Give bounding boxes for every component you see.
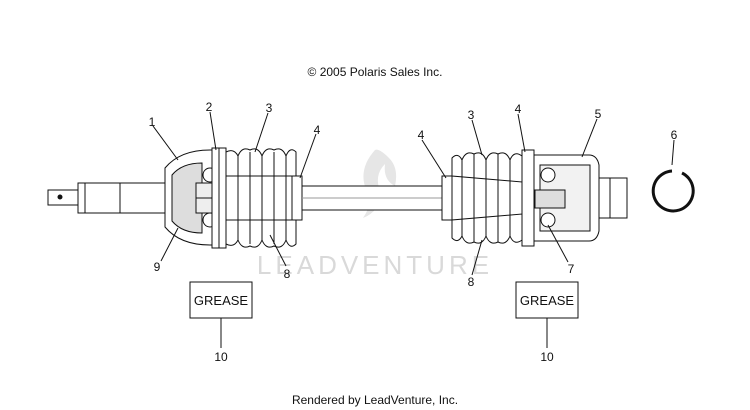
watermark-text: LEADVENTURE	[257, 250, 493, 280]
right-outer-clamp	[521, 149, 535, 247]
left-inner-clamp	[291, 175, 303, 221]
footer-text: Rendered by LeadVenture, Inc.	[291, 393, 459, 407]
grease-label-left: GREASE	[194, 293, 249, 308]
callout-8-right: 8	[468, 275, 475, 289]
callout-8-left: 8	[284, 267, 291, 281]
right-boot	[451, 152, 523, 244]
copyright-text: © 2005 Polaris Sales Inc.	[307, 65, 443, 79]
callout-3-right: 3	[468, 108, 475, 122]
callout-9: 9	[154, 260, 161, 274]
callout-2: 2	[206, 100, 213, 114]
callout-4-right: 4	[515, 102, 522, 116]
callout-4-mid: 4	[418, 128, 425, 142]
grease-label-right: GREASE	[520, 293, 575, 308]
leader-lines	[152, 111, 675, 348]
callout-7: 7	[568, 262, 575, 276]
grease-box-left	[189, 281, 253, 319]
axle-shaft	[301, 185, 443, 211]
callout-5: 5	[595, 107, 602, 121]
left-boot	[225, 148, 297, 248]
callout-4-left: 4	[314, 123, 321, 137]
callout-10-right: 10	[540, 350, 554, 364]
right-inner-clamp	[441, 175, 453, 221]
callout-3-left: 3	[266, 101, 273, 115]
snap-ring	[651, 169, 695, 213]
callout-labels: 1 2 3 4 4 3 4 5 6 9 8 8 7 10 10	[149, 100, 678, 364]
callout-1: 1	[149, 115, 156, 129]
left-stub-shaft	[47, 182, 169, 214]
right-cv-housing	[533, 154, 628, 242]
callout-10-left: 10	[214, 350, 228, 364]
callout-6: 6	[671, 128, 678, 142]
